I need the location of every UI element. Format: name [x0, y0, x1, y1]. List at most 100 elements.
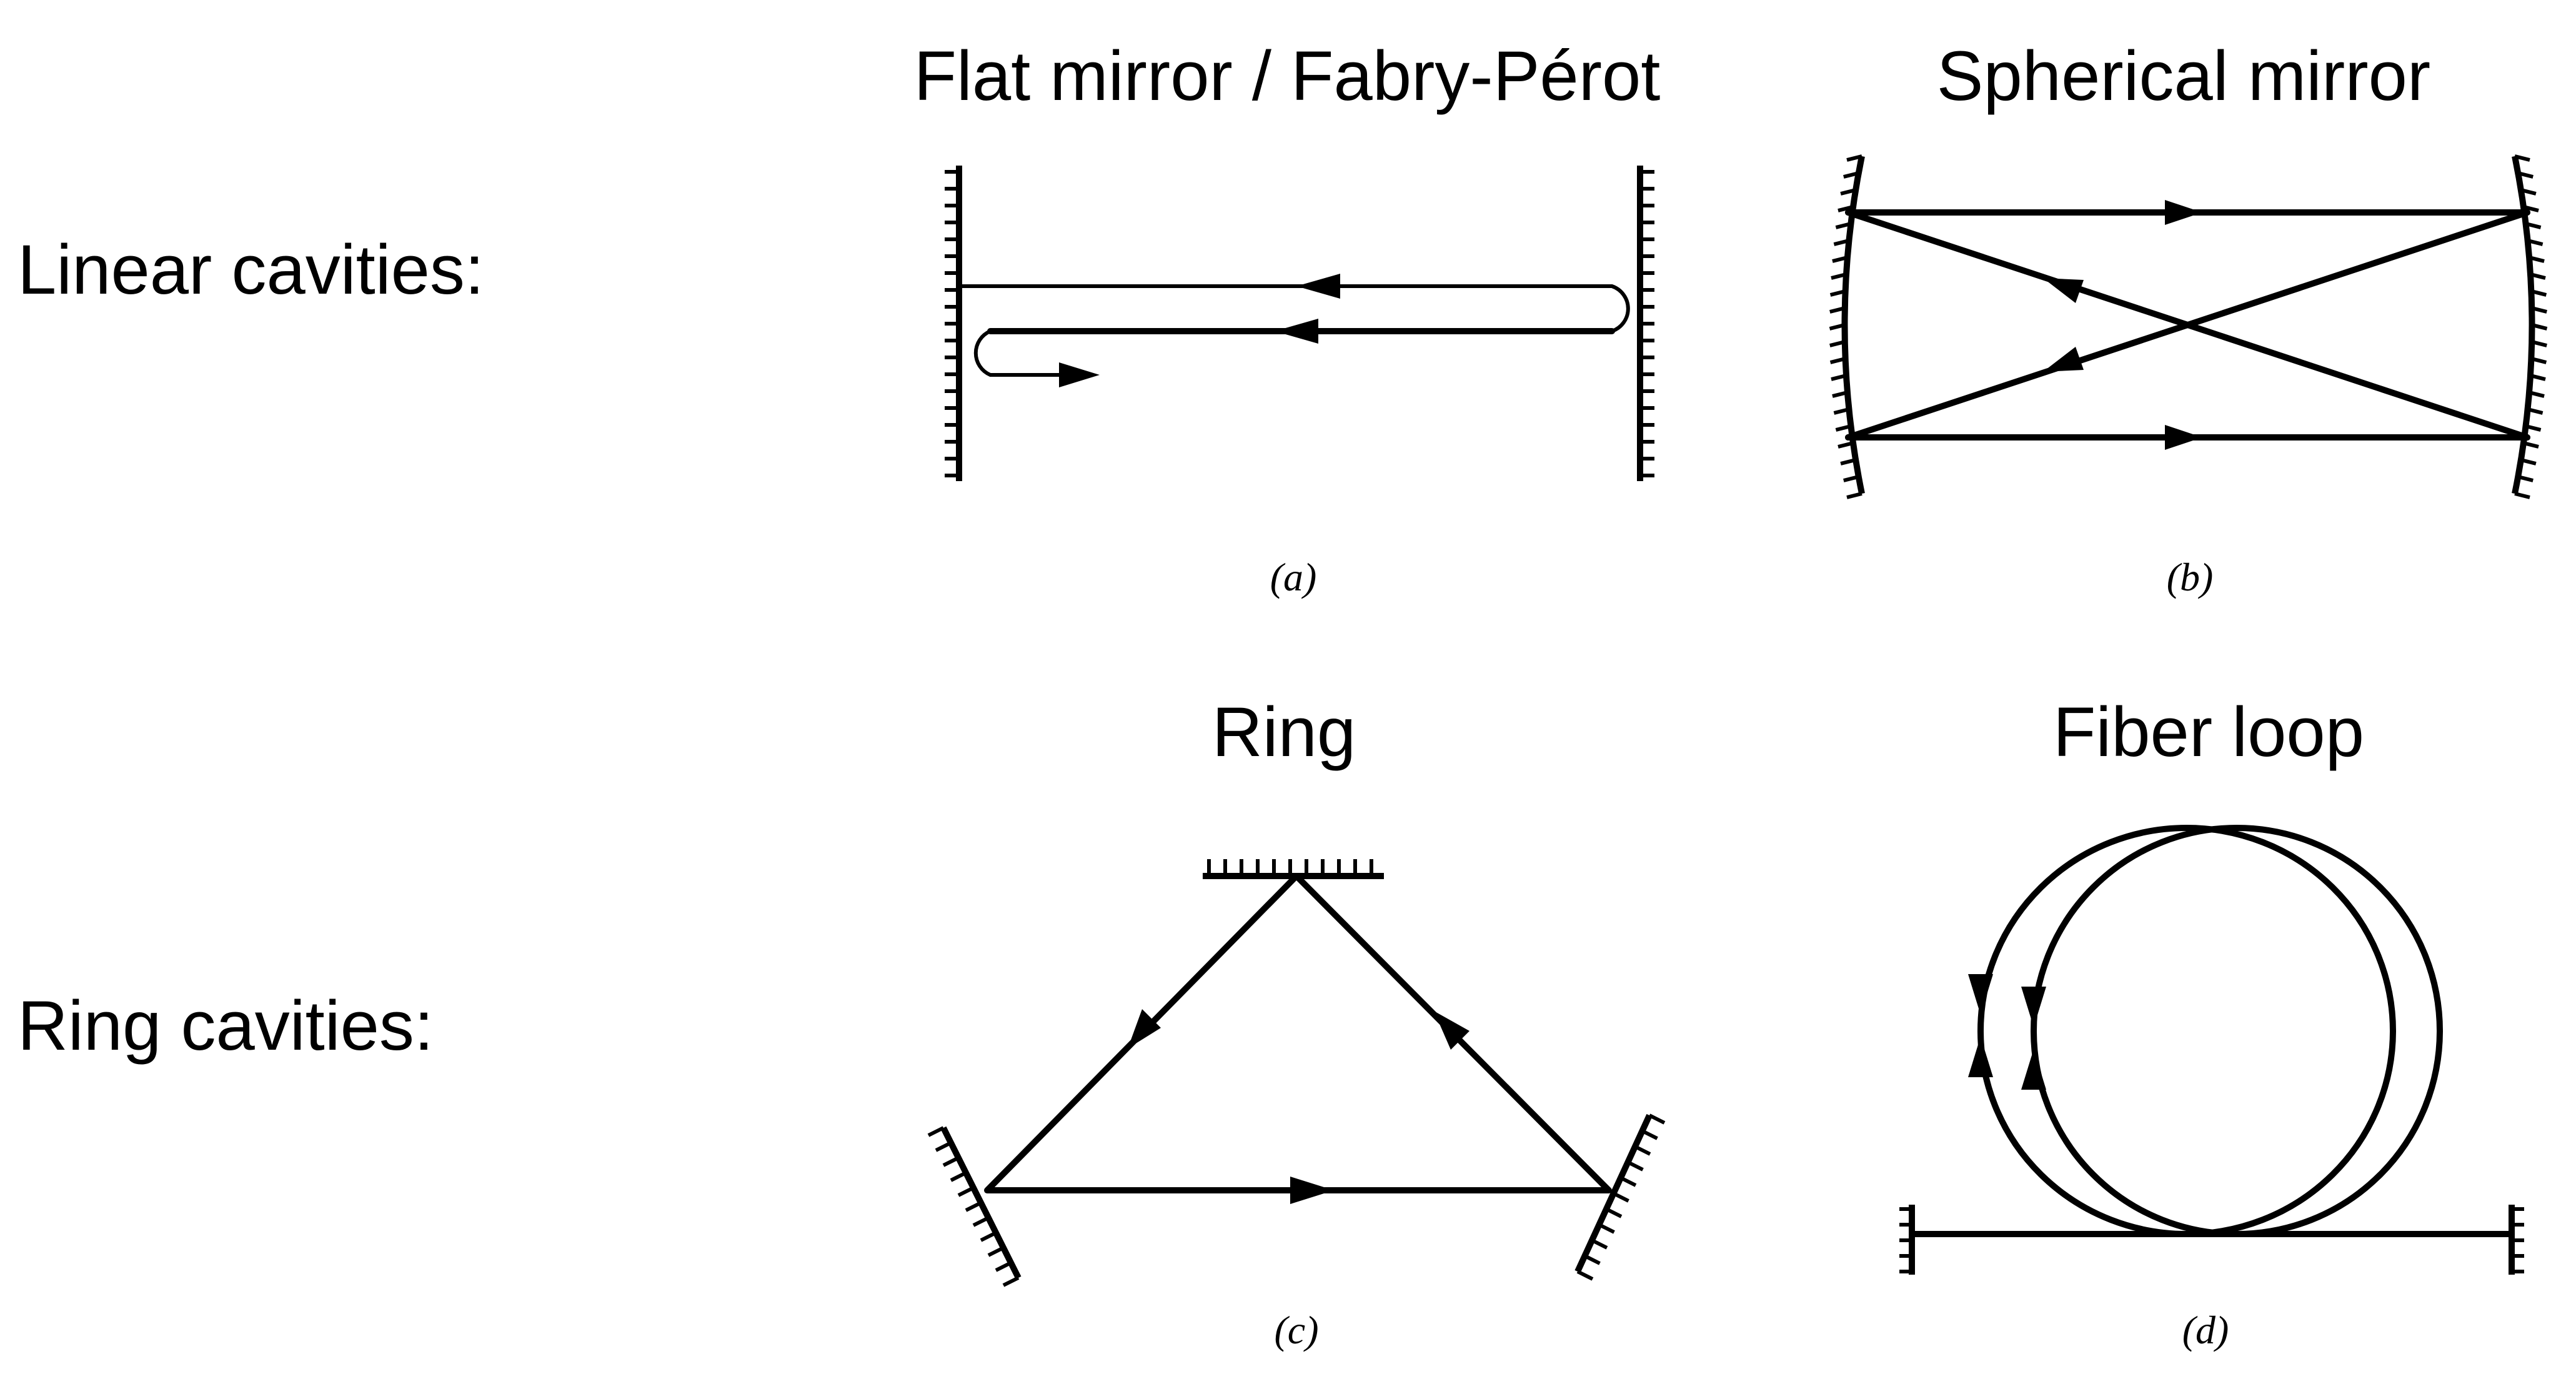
mirror-hatch	[2525, 424, 2542, 432]
mirror-hatch	[1829, 323, 1846, 331]
mirror-hatch	[965, 1201, 982, 1212]
mirror-hatch	[1832, 391, 1848, 398]
mirror-hatch	[1829, 289, 1846, 297]
spherical-beam	[1845, 200, 2530, 450]
panel-d-title: Fiber loop	[2053, 693, 2364, 771]
mirror-hatch	[1613, 1192, 1629, 1203]
mirror-hatch	[1831, 374, 1847, 381]
mirror-hatch	[2530, 374, 2546, 381]
arrow-down-icon	[1968, 974, 1993, 1015]
arrow-down-left-icon	[1128, 1009, 1161, 1048]
left-mirror	[927, 1126, 1022, 1287]
fiber-loop	[1909, 825, 2515, 1237]
mirror-hatch	[2529, 391, 2545, 398]
mirror-hatch	[1840, 458, 1856, 466]
mirror-hatch	[1840, 188, 1856, 196]
mirror-hatch	[927, 1126, 945, 1137]
panel-a-diagram: (a)	[945, 166, 1654, 599]
arrow-up-icon	[2021, 1049, 2046, 1090]
arrow-down-icon	[2021, 987, 2046, 1027]
mirror-hatch	[1627, 1160, 1644, 1172]
mirror-hatch	[1838, 441, 1854, 449]
mirror-hatch	[1002, 1276, 1020, 1287]
mirror-hatch	[1843, 171, 1859, 179]
mirror-hatch	[1641, 1129, 1658, 1140]
mirror-hatch	[1605, 1207, 1623, 1218]
panel-a-title: Flat mirror / Fabry-Pérot	[914, 37, 1661, 115]
mirror-hatch	[950, 1171, 967, 1182]
mirror-hatch	[2517, 475, 2534, 482]
panel-c-diagram: (c)	[927, 859, 1666, 1352]
mirror-hatch	[1829, 357, 1846, 364]
arrow-up-left-icon	[1434, 1011, 1470, 1050]
mirror-hatch	[2520, 188, 2537, 196]
mirror-hatch	[2527, 239, 2544, 246]
flat-mirror-left	[945, 166, 962, 481]
mirror-hatch	[1843, 475, 1859, 482]
ring-beam	[984, 873, 1612, 1204]
mirror-hatch	[1598, 1223, 1615, 1234]
panel-b-title: Spherical mirror	[1937, 37, 2430, 115]
arrow-right-icon	[1059, 362, 1100, 387]
mirror-hatch	[2529, 256, 2545, 263]
panel-c-title: Ring	[1212, 693, 1356, 771]
panel-b-caption: (b)	[2167, 555, 2214, 599]
mirror-hatch	[972, 1216, 990, 1227]
mirror-hatch	[957, 1186, 975, 1197]
mirror-hatch	[1833, 239, 1850, 246]
mirror-hatch	[980, 1231, 997, 1242]
mirror-hatch	[1832, 256, 1848, 263]
mirror-hatch	[2514, 154, 2530, 162]
mirror-hatch	[2527, 407, 2544, 415]
panel-a-caption: (a)	[1270, 555, 1317, 599]
linear-cavities-label: Linear cavities:	[17, 231, 484, 309]
mirror-hatch	[1833, 407, 1850, 415]
mirror-hatch	[2531, 340, 2547, 347]
fiber-mirror-right	[2509, 1205, 2524, 1275]
mirror-hatch	[1829, 340, 1846, 347]
arrow-left-icon	[2043, 278, 2084, 303]
mirror-hatch	[987, 1246, 1005, 1257]
arrow-left-icon	[2043, 347, 2084, 372]
mirror-hatch	[995, 1261, 1012, 1272]
mirror-hatch	[2530, 272, 2546, 280]
mirror-hatch	[2517, 171, 2534, 179]
arrow-left-icon	[1275, 319, 1318, 344]
mirror-hatch	[2530, 289, 2547, 297]
arrow-right-icon	[1290, 1177, 1334, 1204]
mirror-hatch	[1648, 1113, 1666, 1125]
panel-d-diagram: (d)	[1899, 825, 2524, 1352]
arrow-right-icon	[2165, 200, 2202, 225]
mirror-hatch	[2531, 323, 2548, 331]
arrow-up-icon	[1968, 1037, 1993, 1077]
mirror-hatch	[1838, 205, 1854, 212]
mirror-hatch	[2514, 492, 2530, 499]
spherical-mirror-right	[2512, 154, 2548, 499]
panel-b-diagram: (b)	[1829, 154, 2548, 599]
spherical-mirror-left	[1829, 154, 1865, 499]
mirror-hatch	[1584, 1254, 1601, 1265]
mirror-hatch	[2523, 205, 2539, 212]
fiber-mirror-left	[1899, 1205, 1915, 1275]
panel-c-caption: (c)	[1274, 1308, 1318, 1352]
right-mirror	[1574, 1113, 1666, 1281]
fabry-perot-beam	[957, 274, 1630, 387]
mirror-hatch	[1576, 1270, 1594, 1281]
arrow-right-icon	[1296, 274, 1340, 299]
arrow-right-icon	[2165, 425, 2202, 450]
mirror-hatch	[935, 1141, 952, 1152]
mirror-hatch	[1591, 1238, 1608, 1250]
mirror-hatch	[1835, 222, 1852, 229]
panel-d-caption: (d)	[2182, 1308, 2229, 1352]
mirror-hatch	[2523, 441, 2539, 449]
mirror-hatch	[2531, 306, 2547, 314]
ring-cavities-label: Ring cavities:	[17, 987, 434, 1065]
mirror-hatch	[1835, 424, 1852, 432]
mirror-hatch	[2520, 458, 2537, 466]
mirror-hatch	[942, 1156, 960, 1167]
mirror-hatch	[1846, 492, 1862, 499]
flat-mirror-right	[1637, 166, 1654, 481]
mirror-hatch	[1634, 1145, 1651, 1156]
mirror-hatch	[1829, 306, 1846, 314]
